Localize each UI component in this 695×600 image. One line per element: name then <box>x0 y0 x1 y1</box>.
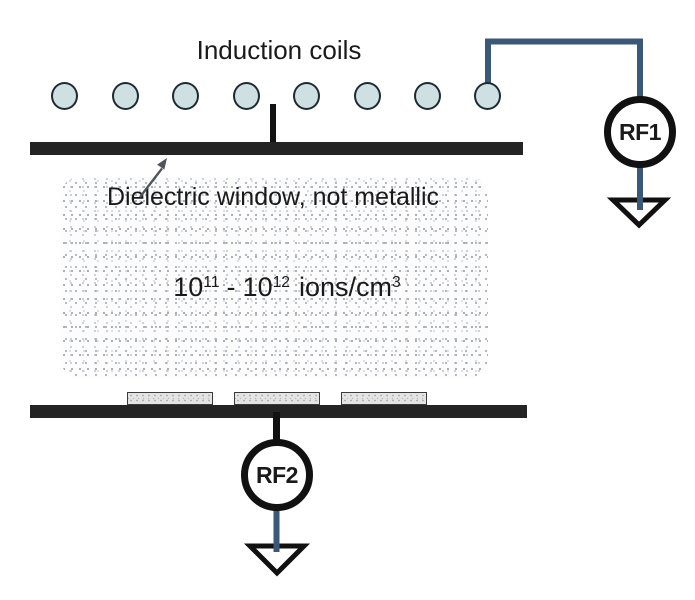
density-exp-1: 11 <box>203 274 220 292</box>
induction-coil <box>414 82 441 110</box>
rf1-ground-icon <box>606 197 672 229</box>
density-separator: - <box>226 272 236 302</box>
rf1-label: RF1 <box>619 118 661 145</box>
induction-coil <box>354 82 381 110</box>
coil-center-tap-stub <box>270 104 276 146</box>
plasma-region <box>61 177 488 378</box>
dielectric-window-label: Dielectric window, not metallic <box>106 183 440 211</box>
density-unit: ions/cm <box>299 272 393 302</box>
induction-coil <box>51 82 78 110</box>
density-exp-2: 12 <box>272 274 291 292</box>
induction-coil <box>112 82 139 110</box>
rf1-source: RF1 <box>604 96 676 168</box>
induction-coils-label: Induction coils <box>196 35 362 65</box>
density-base-1: 10 <box>173 272 204 302</box>
induction-coil <box>293 82 320 110</box>
dielectric-window-plate <box>30 142 523 155</box>
window-pointer-arrowhead-icon <box>157 158 167 170</box>
rf2-ground-icon <box>243 543 311 577</box>
density-unit-exp: 3 <box>392 274 401 292</box>
rf2-feed-stub <box>273 412 280 443</box>
rf1-wire <box>485 38 643 97</box>
density-base-2: 10 <box>242 272 273 302</box>
induction-coil <box>474 82 501 110</box>
induction-coil <box>172 82 199 110</box>
wafer <box>127 392 213 405</box>
rf2-source: RF2 <box>241 439 313 511</box>
rf2-label: RF2 <box>256 461 298 488</box>
induction-coil <box>233 82 260 110</box>
wafer <box>234 392 320 405</box>
wafer-chuck-electrode <box>30 405 527 418</box>
wafer <box>341 392 427 405</box>
